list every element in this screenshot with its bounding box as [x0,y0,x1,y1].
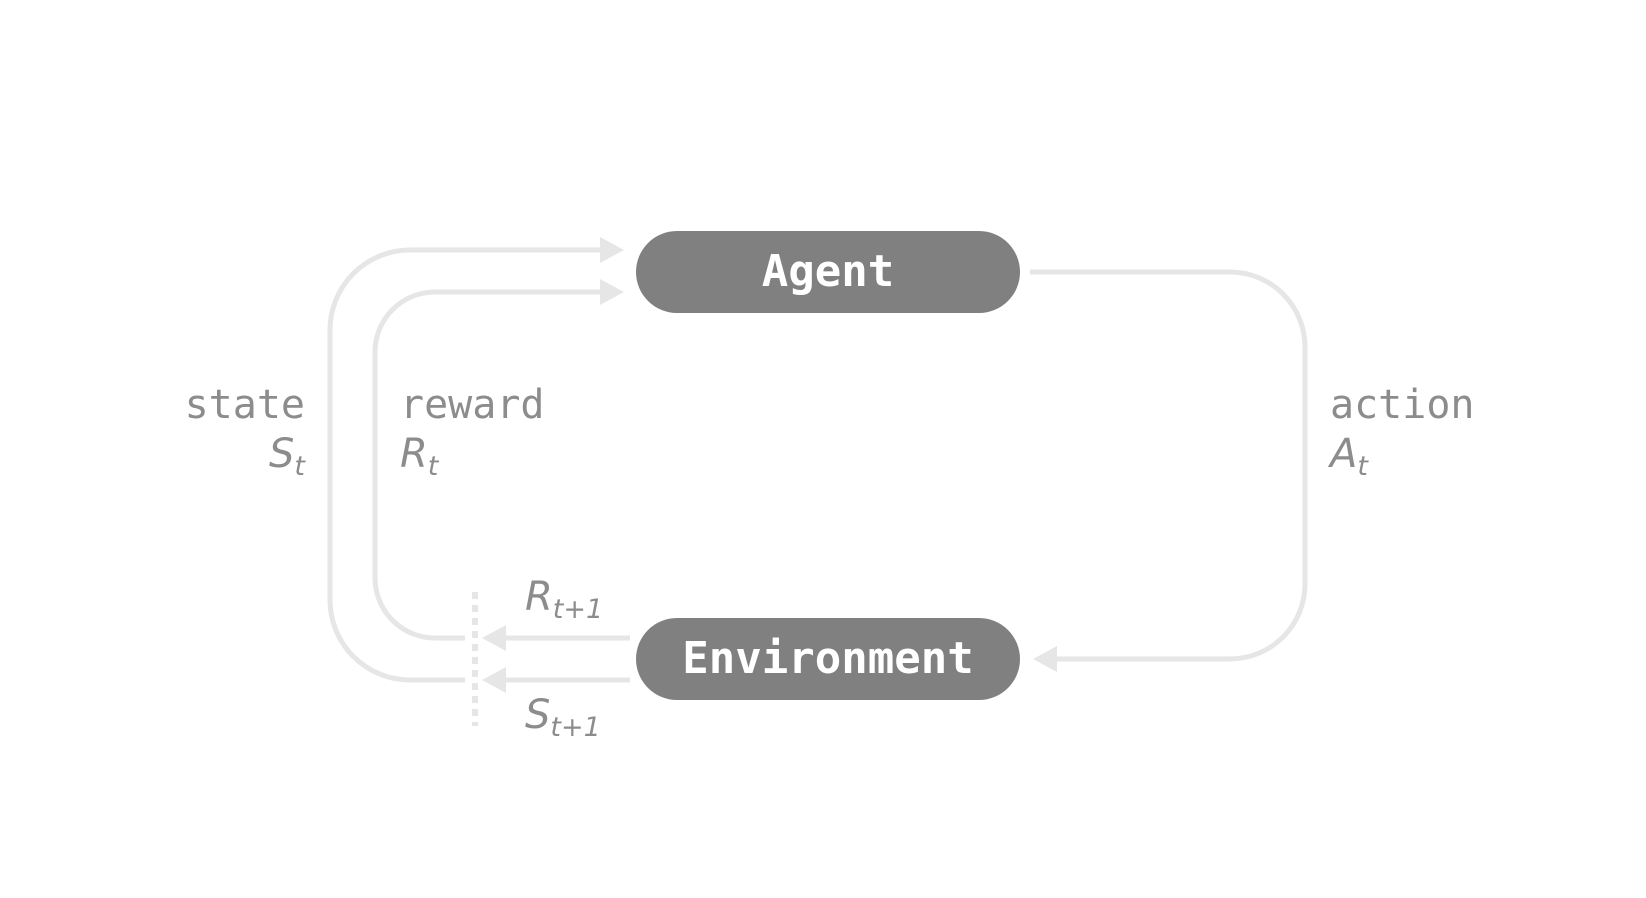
action-word-label: action [1330,382,1475,428]
state-word-label: state [185,382,305,428]
agent-node: Agent [636,231,1020,313]
next-reward-arrowhead [482,625,506,651]
reward-loop-arrow [372,289,602,641]
agent-label: Agent [762,246,894,297]
environment-box [636,618,1020,700]
action-arrowhead [1033,646,1057,672]
action-symbol-label: At [1327,431,1369,482]
next-state-arrowhead [482,667,506,693]
state-loop-arrow [327,247,602,683]
reward-word-label: reward [400,382,545,428]
next-state-label: St+1 [525,692,601,743]
environment-node: Environment [636,618,1020,700]
agent-box [636,231,1020,313]
state-loop-arrowhead [600,237,624,263]
state-symbol-label: St [269,431,306,482]
reward-loop-arrowhead [600,279,624,305]
next-reward-label: Rt+1 [525,574,603,625]
action-arrow [1030,269,1308,662]
environment-label: Environment [682,633,973,684]
reward-symbol-label: Rt [400,431,440,482]
